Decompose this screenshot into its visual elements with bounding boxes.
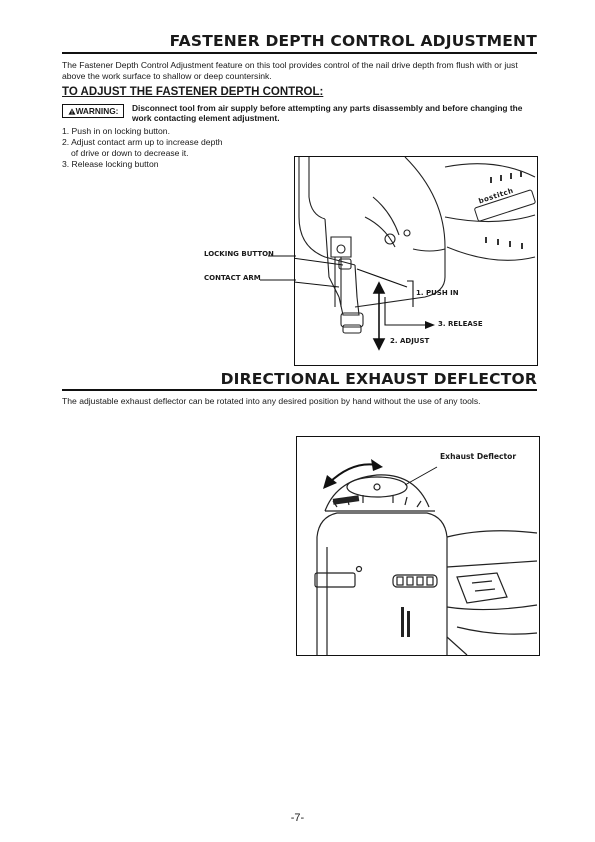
title-rule [62,52,537,54]
warning-triangle-icon [68,108,76,115]
adjust-subheading: TO ADJUST THE FASTENER DEPTH CONTROL: [62,86,324,98]
nailer-nose-illustration [295,157,536,351]
step-2: 2. Adjust contact arm up to increase dep… [62,137,223,147]
warning-label: WARNING: [75,106,119,116]
callout-exhaust-deflector: Exhaust Deflector [440,452,517,461]
step-3: 3. Release locking button [62,159,159,169]
callout-locking-button: LOCKING BUTTON [204,250,274,258]
adjust-steps-list: 1. Push in on locking button. 2. Adjust … [62,126,292,170]
section-title-exhaust: DIRECTIONAL EXHAUST DEFLECTOR [220,370,537,388]
callout-contact-arm: CONTACT ARM [204,274,261,282]
exhaust-intro: The adjustable exhaust deflector can be … [62,396,481,406]
warning-text: Disconnect tool from air supply before a… [132,103,523,123]
exhaust-title-rule [62,389,537,391]
page-number: -7- [290,812,305,824]
depth-control-figure [294,156,538,366]
callout-push-in: 1. PUSH IN [416,289,459,297]
exhaust-deflector-figure [296,436,540,656]
warning-badge: WARNING: [62,104,124,118]
depth-control-intro: The Fastener Depth Control Adjustment fe… [62,60,518,81]
section-title-depth-control: FASTENER DEPTH CONTROL ADJUSTMENT [169,32,537,50]
exhaust-deflector-illustration [314,459,538,655]
callout-adjust: 2. ADJUST [390,337,430,345]
callout-leaders [260,255,296,281]
step-1: 1. Push in on locking button. [62,126,170,136]
callout-release: 3. RELEASE [438,320,483,328]
step-2-cont: of drive or down to decrease it. [71,148,189,158]
